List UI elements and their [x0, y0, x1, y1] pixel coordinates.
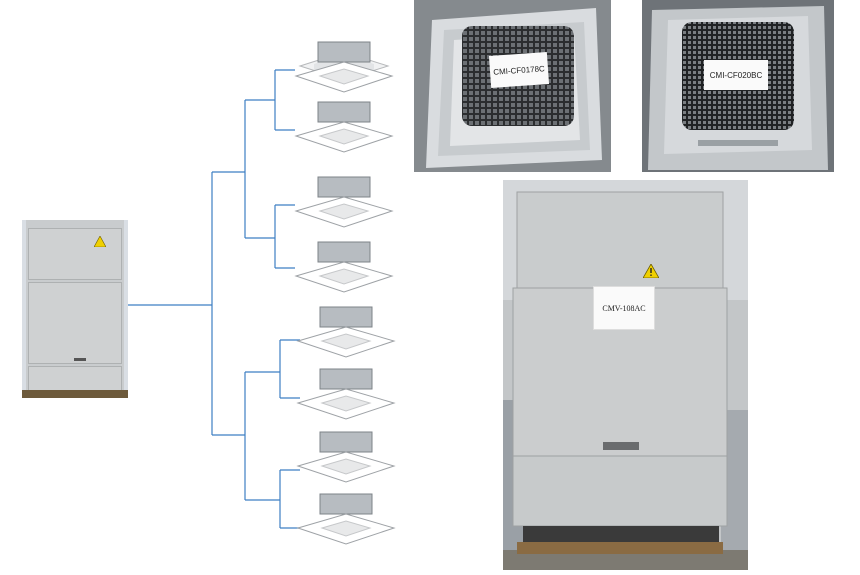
- indoor-cassette-unit: [292, 305, 400, 363]
- model-label-card: CMV-108AC: [593, 286, 655, 330]
- warning-triangle-icon: [643, 264, 659, 278]
- indoor-cassette-unit: [290, 40, 398, 98]
- indoor-cassette-unit: [290, 100, 398, 158]
- outdoor-unit-thumbnail: [22, 220, 128, 398]
- indoor-cassette-unit: [290, 175, 398, 233]
- warning-triangle-icon: [94, 236, 106, 247]
- indoor-cassette-unit: [292, 367, 400, 425]
- outdoor-unit-photo: CMV-108AC: [503, 180, 748, 570]
- piping-diagram: [128, 69, 300, 529]
- indoor-cassette-unit: [292, 430, 400, 488]
- indoor-cassette-unit: [292, 492, 400, 550]
- cassette-panel-photo-2: CMI-CF020BC: [642, 0, 834, 172]
- model-label-card: CMI-CF0178C: [488, 52, 550, 88]
- model-label-card: CMI-CF020BC: [704, 60, 768, 90]
- cassette-panel-photo-1: CMI-CF0178C: [414, 0, 611, 172]
- indoor-cassette-unit: [290, 240, 398, 298]
